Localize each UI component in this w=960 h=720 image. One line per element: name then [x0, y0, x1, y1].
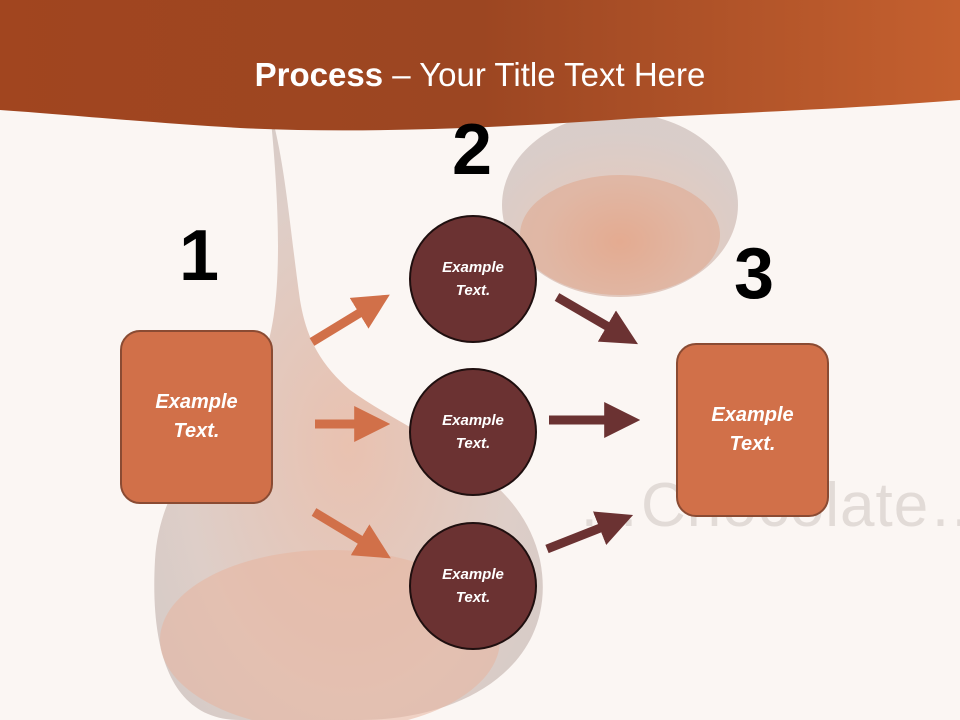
example-circle-3: Example Text.: [409, 522, 537, 650]
example-box-2: Example Text.: [676, 343, 829, 517]
header-band: [0, 0, 960, 131]
step-number-1: 1: [178, 216, 220, 296]
title-bold: Process: [254, 56, 384, 93]
title-rest: – Your Title Text Here: [383, 56, 706, 93]
example-circle-2: Example Text.: [409, 368, 537, 496]
step-number-2: 2: [451, 110, 493, 190]
slide-title: Process – Your Title Text Here: [0, 50, 960, 100]
step-number-3: 3: [733, 234, 775, 314]
example-circle-1: Example Text.: [409, 215, 537, 343]
example-box-1: Example Text.: [120, 330, 273, 504]
